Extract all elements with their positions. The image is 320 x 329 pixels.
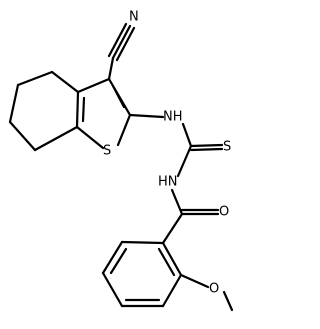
thione-sulfur-label: S	[223, 140, 231, 155]
nitrile-triple-bond	[115, 26, 136, 62]
cyclohexene-bond	[8, 120, 37, 152]
cyclohexene-bond	[16, 70, 54, 87]
benzene-bond	[120, 240, 165, 245]
nitrile-nitrogen-label: N	[129, 10, 139, 25]
nh-carbonyl-bond	[170, 188, 184, 216]
nh-thiocarbonyl-bond	[181, 122, 193, 148]
thiophene-bond	[75, 90, 80, 129]
benzene-bond	[161, 273, 183, 308]
cyclohexene-bond	[33, 125, 79, 152]
thiophene-bond	[75, 125, 105, 150]
bond-set	[8, 22, 234, 312]
amide-hn-label: HN	[158, 175, 178, 190]
methoxy-oxygen-label: O	[209, 282, 219, 297]
thiophene-sulfur-label: S	[103, 144, 111, 159]
carbonyl-oxygen-label: O	[219, 205, 229, 220]
atom-label-set: N S NH S HN O O	[103, 10, 231, 297]
methyl-bond	[222, 290, 234, 312]
amine-nh-label: NH	[163, 110, 183, 125]
nitrile-triple-bond	[107, 22, 128, 58]
benzene-bond	[101, 240, 124, 275]
thione-double-bond	[189, 143, 224, 148]
benzene-bond	[101, 271, 124, 308]
aryl-oxygen-bond	[179, 273, 210, 289]
thiophene-double-bond	[81, 96, 86, 123]
nitrile-triple-bond	[111, 24, 132, 60]
thiophene-bond	[76, 77, 111, 94]
cyano-attachment-bond	[107, 56, 115, 81]
c2-nh-bond	[128, 113, 165, 119]
thione-double-bond	[189, 147, 224, 152]
benzene-double-bond	[157, 247, 176, 277]
cyclohexene-bond	[50, 70, 80, 94]
carbonyl-aryl-bond	[161, 212, 184, 245]
thiophene-bond	[116, 113, 132, 147]
thiocarbonyl-nh-bond	[176, 144, 193, 178]
thiophene-double-bond	[111, 84, 126, 109]
cyclohexene-bond	[8, 83, 20, 124]
benzene-double-bond	[109, 247, 128, 275]
benzene-bond	[161, 241, 183, 277]
molecule-structure: N S NH S HN O O	[8, 10, 234, 312]
